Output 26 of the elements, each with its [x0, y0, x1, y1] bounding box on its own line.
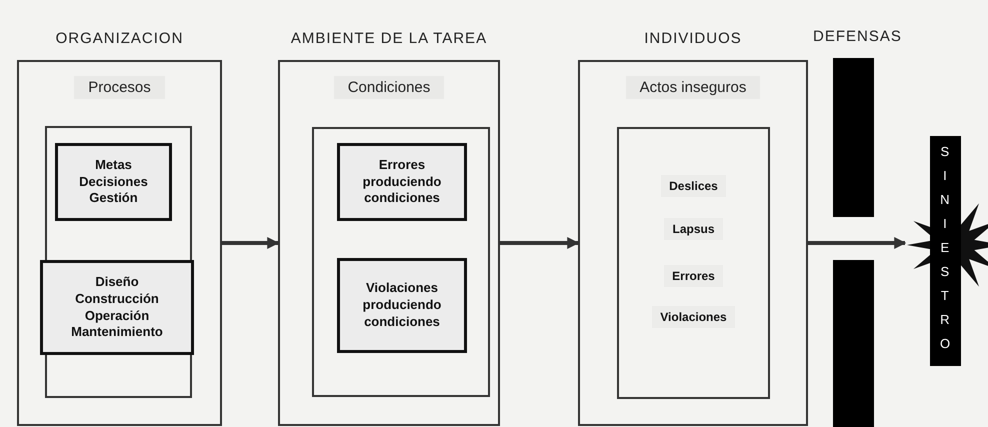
box-text: Violaciones produciendo condiciones	[362, 280, 442, 331]
subheading: Actos inseguros	[626, 76, 760, 99]
process-box	[40, 260, 194, 355]
list-item: Violaciones	[652, 306, 735, 328]
section-heading: INDIVIDUOS	[644, 30, 742, 47]
list-item: Deslices	[661, 175, 726, 197]
process-box	[55, 143, 172, 221]
subheading: Procesos	[74, 76, 165, 99]
arrow	[500, 237, 580, 249]
process-box	[337, 143, 467, 221]
box-text: Metas Decisiones Gestión	[78, 156, 149, 208]
vertical-label: SINIESTRO	[940, 143, 950, 353]
list-item: Lapsus	[664, 218, 722, 240]
inner-frame	[617, 127, 770, 399]
arrow	[222, 237, 280, 249]
process-box	[337, 258, 467, 353]
inner-frame	[312, 127, 490, 397]
list-item: Errores	[664, 265, 723, 287]
box-text: Diseño Construcción Operación Mantenimiento	[70, 274, 164, 342]
defense-bar	[833, 260, 874, 427]
section-heading: DEFENSAS	[813, 28, 902, 45]
arrow	[808, 237, 906, 249]
box-text: Errores produciendo condiciones	[362, 156, 442, 208]
section-heading: ORGANIZACION	[56, 30, 184, 47]
section-heading: AMBIENTE DE LA TAREA	[290, 30, 488, 47]
subheading: Condiciones	[334, 76, 444, 99]
